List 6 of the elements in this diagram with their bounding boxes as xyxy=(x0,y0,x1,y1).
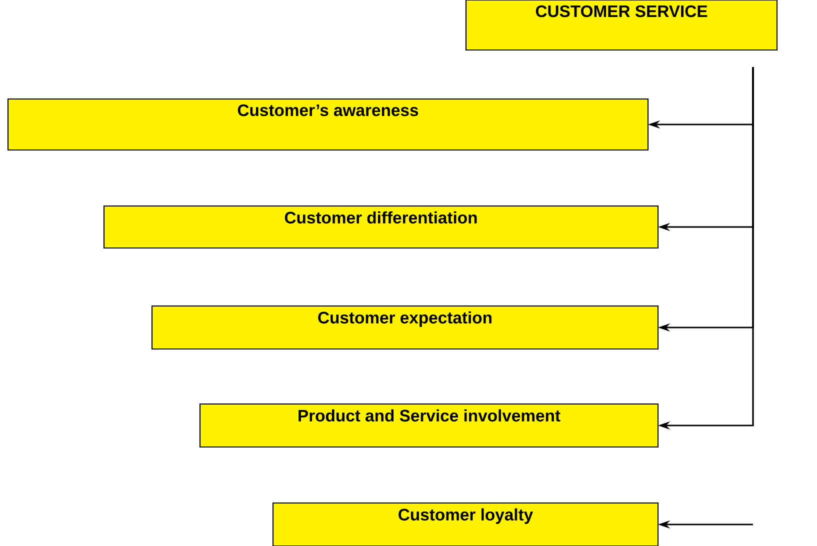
text-box: Customer expectation xyxy=(151,305,659,350)
text-box: Customer’s awareness xyxy=(7,98,649,151)
text-box: Customer loyalty xyxy=(272,502,659,546)
text-box: Customer differentiation xyxy=(103,205,659,249)
text-box: CUSTOMER SERVICE xyxy=(465,0,778,51)
text-box: Product and Service involvement xyxy=(199,403,659,448)
